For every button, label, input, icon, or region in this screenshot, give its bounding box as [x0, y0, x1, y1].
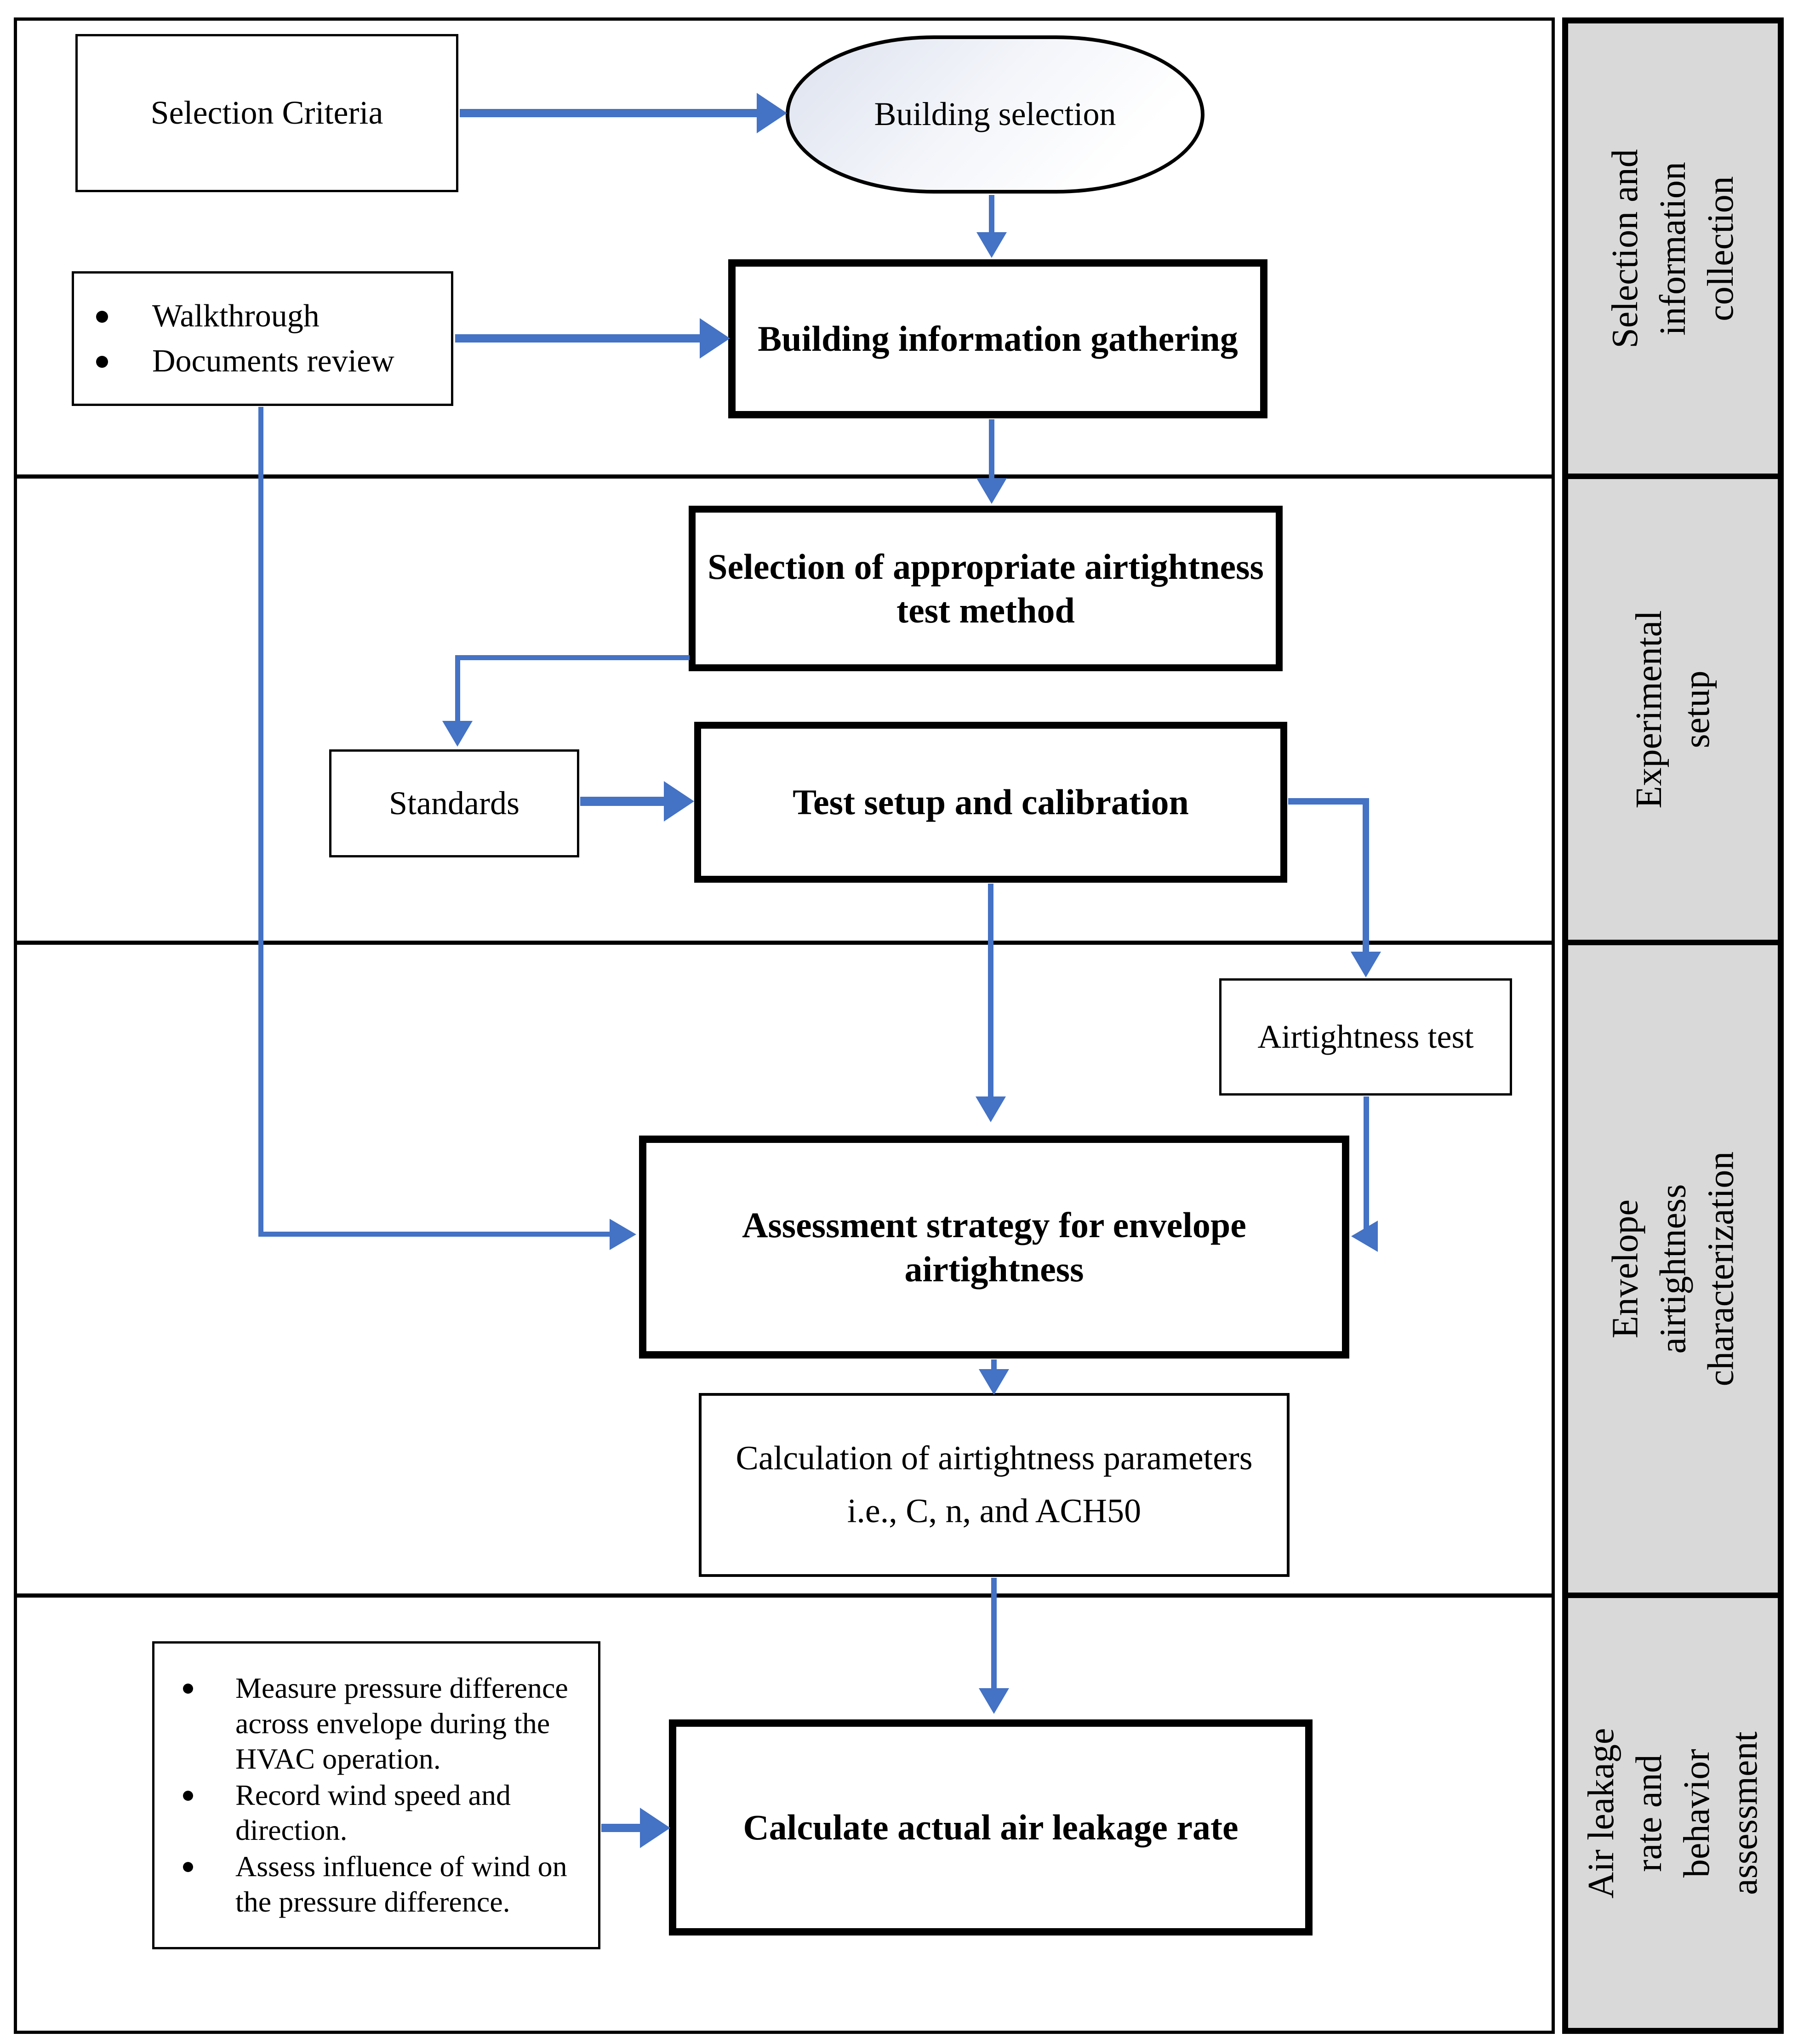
arrowhead-leakage-inputs-to-calculate [640, 1808, 670, 1848]
node-test-method-selection: Selection of appropriate airtightness te… [689, 506, 1283, 671]
bullet-icon [183, 1684, 193, 1694]
arrowhead-setup-to-assessment [976, 1096, 1006, 1122]
bullet-icon [96, 355, 108, 368]
bullet-item: Measure pressure difference across envel… [183, 1671, 586, 1776]
arrow-criteria-to-selection [460, 109, 758, 117]
arrowhead-gathering-to-method [976, 478, 1007, 504]
node-building-information-gathering: Building information gathering [728, 259, 1267, 418]
arrowhead-inputs-to-gathering [700, 318, 730, 359]
node-leakage-inputs: Measure pressure difference across envel… [152, 1641, 600, 1949]
node-airtightness-test: Airtightness test [1219, 978, 1512, 1096]
bullet-item: Documents review [96, 342, 446, 381]
arrow-leakage-inputs-to-calculate [601, 1824, 644, 1832]
node-calculate-leakage: Calculate actual air leakage rate [669, 1719, 1313, 1936]
bullet-text: Walkthrough [152, 298, 320, 334]
arrowhead-selection-to-gathering [976, 232, 1007, 258]
bullet-text: Measure pressure difference across envel… [235, 1672, 568, 1775]
arrow-method-to-standards-vertical [455, 655, 460, 723]
bullet-item: Record wind speed and direction. [183, 1778, 586, 1849]
phase-cell-selection: Selection and information collection [1568, 23, 1778, 474]
arrow-selection-to-gathering [989, 195, 994, 234]
arrowhead-inputs-to-assessment [610, 1219, 636, 1250]
phase-label-experimental: Experimental setup [1629, 610, 1717, 809]
arrow-gathering-to-method [989, 419, 994, 479]
bullet-item: Assess influence of wind on the pressure… [183, 1849, 586, 1920]
bullet-item: Walkthrough [96, 297, 446, 336]
node-building-selection: Building selection [786, 35, 1204, 194]
node-assessment-strategy: Assessment strategy for envelope airtigh… [639, 1136, 1349, 1359]
arrow-calculation-to-leakage [991, 1578, 997, 1689]
sidebar-divider-2 [1563, 940, 1783, 945]
node-test-setup-calibration: Test setup and calibration [694, 722, 1287, 883]
arrow-setup-to-airtightness-vertical [1363, 798, 1369, 965]
phase-divider-1 [14, 474, 1555, 479]
arrow-inputs-to-gathering [455, 334, 703, 343]
phase-cell-leakage: Air leakage rate and behavior assessment [1568, 1598, 1778, 2028]
arrowhead-calculation-to-leakage [979, 1688, 1009, 1714]
arrow-inputs-to-assessment-vertical [258, 407, 263, 1237]
arrow-method-to-standards-horizontal [455, 655, 690, 660]
arrowhead-standards-to-setup [664, 781, 694, 822]
arrowhead-setup-to-airtightness [1351, 952, 1381, 977]
phase-divider-2 [14, 941, 1555, 945]
arrow-airtightness-to-assessment-vertical [1364, 1096, 1369, 1236]
phase-label-selection: Selection and information collection [1605, 148, 1741, 348]
sidebar-divider-1 [1563, 474, 1783, 479]
sidebar-divider-3 [1563, 1593, 1783, 1598]
bullet-icon [96, 310, 108, 323]
arrowhead-criteria-to-selection [757, 93, 787, 133]
arrow-setup-to-airtightness-horizontal [1288, 798, 1369, 805]
bullet-icon [183, 1790, 193, 1801]
bullet-text: Record wind speed and direction. [235, 1778, 511, 1847]
node-standards: Standards [329, 749, 579, 857]
arrow-assessment-to-calculation [991, 1359, 997, 1371]
phase-label-leakage: Air leakage rate and behavior assessment [1581, 1728, 1765, 1898]
arrowhead-airtightness-to-assessment [1351, 1221, 1378, 1252]
arrowhead-assessment-to-calculation [979, 1369, 1009, 1395]
node-airtightness-calculation: Calculation of airtightness parameters i… [699, 1393, 1290, 1577]
phase-divider-3 [14, 1593, 1555, 1598]
arrow-setup-to-assessment [988, 884, 993, 1097]
arrow-standards-to-setup [580, 797, 667, 806]
phase-cell-experimental: Experimental setup [1568, 479, 1778, 940]
arrow-inputs-to-assessment-horizontal [258, 1232, 611, 1237]
phase-cell-characterization: Envelope airtightness characterization [1568, 945, 1778, 1593]
node-selection-criteria: Selection Criteria [75, 34, 458, 192]
bullet-text: Assess influence of wind on the pressure… [235, 1850, 567, 1918]
bullet-text: Documents review [152, 343, 394, 379]
phase-label-characterization: Envelope airtightness characterization [1605, 1151, 1741, 1387]
phase-sidebar [1562, 17, 1784, 2034]
arrowhead-method-to-standards [442, 721, 473, 747]
bullet-icon [183, 1862, 193, 1873]
